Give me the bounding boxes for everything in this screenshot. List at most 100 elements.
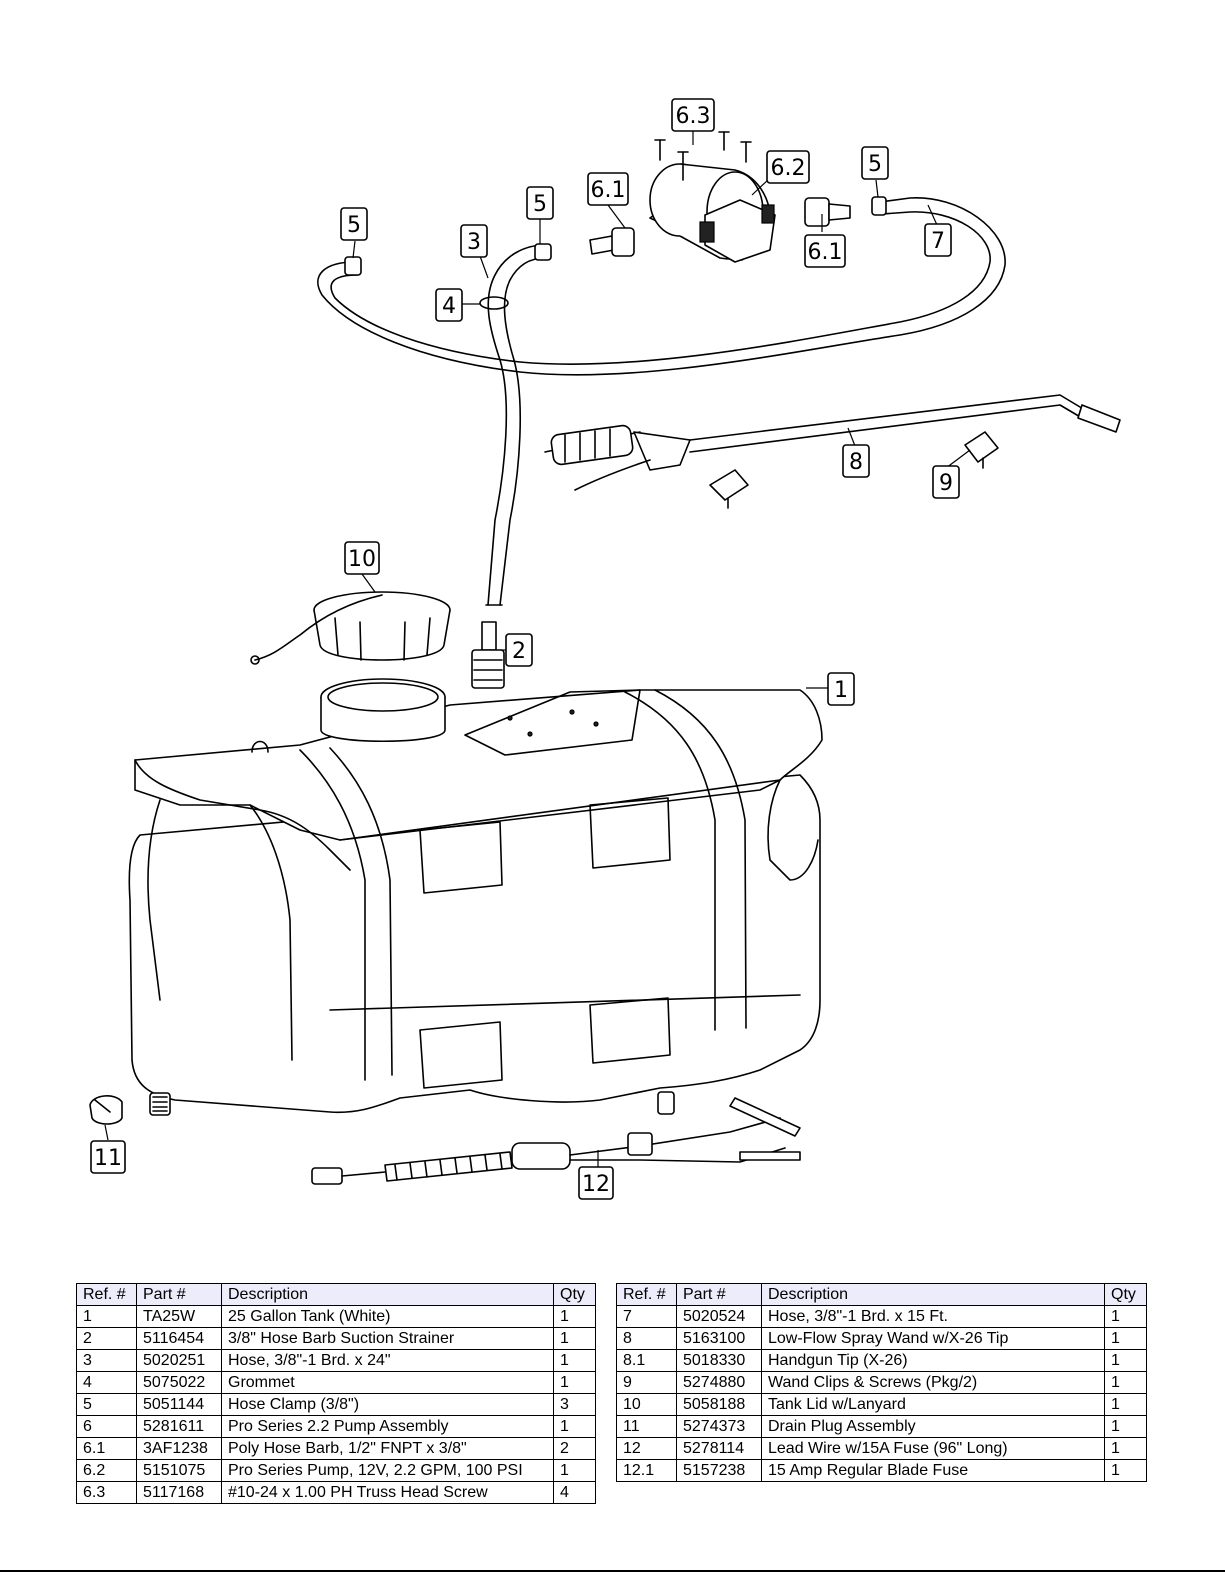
column-header-qty: Qty: [1104, 1283, 1147, 1306]
qty-cell: 1: [1104, 1393, 1147, 1416]
callout-6-1-left: 6.1: [587, 172, 629, 206]
part-cell: 5281611: [136, 1415, 222, 1438]
description-cell: Hose, 3/8"-1 Brd. x 15 Ft.: [761, 1305, 1105, 1328]
part-cell: 5274880: [676, 1371, 762, 1394]
description-cell: #10-24 x 1.00 PH Truss Head Screw: [221, 1481, 554, 1504]
description-cell: Tank Lid w/Lanyard: [761, 1393, 1105, 1416]
callout-1: 1: [827, 672, 855, 706]
part-cell: 5163100: [676, 1327, 762, 1350]
table-header-row: Ref. # Part # Description Qty: [76, 1283, 596, 1306]
callout-4: 4: [435, 288, 463, 322]
ref-cell: 1: [76, 1305, 137, 1328]
column-header-qty: Qty: [553, 1283, 596, 1306]
column-header-description: Description: [221, 1283, 554, 1306]
svg-text:4: 4: [442, 294, 456, 319]
part-cell: 5020251: [136, 1349, 222, 1372]
description-cell: Pro Series Pump, 12V, 2.2 GPM, 100 PSI: [221, 1459, 554, 1482]
part-cell: 5020524: [676, 1305, 762, 1328]
ref-cell: 12.1: [616, 1459, 677, 1482]
column-header-description: Description: [761, 1283, 1105, 1306]
svg-text:7: 7: [931, 229, 945, 254]
callout-6-3: 6.3: [671, 98, 715, 132]
wand-clips-drawing: [709, 431, 999, 509]
qty-cell: 1: [553, 1305, 596, 1328]
svg-text:11: 11: [94, 1146, 122, 1171]
callout-10: 10: [344, 541, 380, 575]
qty-cell: 4: [553, 1481, 596, 1504]
qty-cell: 1: [553, 1371, 596, 1394]
svg-text:6.1: 6.1: [808, 240, 843, 265]
ref-cell: 4: [76, 1371, 137, 1394]
svg-text:6.1: 6.1: [591, 178, 626, 203]
qty-cell: 1: [1104, 1305, 1147, 1328]
column-header-part: Part #: [136, 1283, 222, 1306]
callout-2: 2: [505, 633, 533, 667]
description-cell: Handgun Tip (X-26): [761, 1349, 1105, 1372]
ref-cell: 6.2: [76, 1459, 137, 1482]
description-cell: 25 Gallon Tank (White): [221, 1305, 554, 1328]
suction-strainer-drawing: [471, 621, 505, 689]
page-bottom-rule: [0, 1570, 1225, 1572]
column-header-part: Part #: [676, 1283, 762, 1306]
column-header-ref: Ref. #: [76, 1283, 137, 1306]
qty-cell: 1: [1104, 1415, 1147, 1438]
part-cell: 5157238: [676, 1459, 762, 1482]
callout-8: 8: [842, 444, 870, 478]
description-cell: 15 Amp Regular Blade Fuse: [761, 1459, 1105, 1482]
description-cell: Poly Hose Barb, 1/2" FNPT x 3/8": [221, 1437, 554, 1460]
lead-wire-drawing: [311, 1091, 801, 1185]
part-cell: 5075022: [136, 1371, 222, 1394]
exploded-parts-diagram: 1 2 3 4 5 5 5 6.1 6.1 6.2 6.3 7: [89, 98, 1121, 1200]
qty-cell: 1: [553, 1415, 596, 1438]
ref-cell: 10: [616, 1393, 677, 1416]
svg-text:5: 5: [868, 152, 882, 177]
svg-text:2: 2: [512, 639, 526, 664]
qty-cell: 1: [553, 1349, 596, 1372]
ref-cell: 6.1: [76, 1437, 137, 1460]
description-cell: Lead Wire w/15A Fuse (96" Long): [761, 1437, 1105, 1460]
qty-cell: 3: [553, 1393, 596, 1416]
qty-cell: 1: [553, 1459, 596, 1482]
part-cell: 5051144: [136, 1393, 222, 1416]
callout-3: 3: [460, 224, 488, 258]
svg-text:5: 5: [533, 192, 547, 217]
callout-6-1-right: 6.1: [804, 234, 846, 268]
ref-cell: 12: [616, 1437, 677, 1460]
suction-hose-drawing: [479, 244, 546, 606]
pressure-hose-drawing: [317, 196, 1006, 376]
description-cell: Low-Flow Spray Wand w/X-26 Tip: [761, 1327, 1105, 1350]
description-cell: Wand Clips & Screws (Pkg/2): [761, 1371, 1105, 1394]
tank-drawing: [128, 678, 823, 1116]
description-cell: Pro Series 2.2 Pump Assembly: [221, 1415, 554, 1438]
ref-cell: 11: [616, 1415, 677, 1438]
part-cell: 5274373: [676, 1415, 762, 1438]
qty-cell: 1: [1104, 1327, 1147, 1350]
qty-cell: 1: [1104, 1437, 1147, 1460]
ref-cell: 6: [76, 1415, 137, 1438]
svg-text:6.2: 6.2: [771, 156, 806, 181]
svg-text:3: 3: [467, 230, 481, 255]
svg-text:12: 12: [582, 1172, 610, 1197]
description-cell: 3/8" Hose Barb Suction Strainer: [221, 1327, 554, 1350]
qty-cell: 1: [553, 1327, 596, 1350]
svg-text:9: 9: [939, 471, 953, 496]
callout-5-left: 5: [340, 207, 368, 241]
part-cell: 5058188: [676, 1393, 762, 1416]
column-header-ref: Ref. #: [616, 1283, 677, 1306]
part-cell: 5116454: [136, 1327, 222, 1350]
callout-5-right: 5: [861, 146, 889, 180]
ref-cell: 2: [76, 1327, 137, 1350]
qty-cell: 1: [1104, 1459, 1147, 1482]
part-cell: 5018330: [676, 1349, 762, 1372]
callout-7: 7: [924, 223, 952, 257]
part-cell: 5117168: [136, 1481, 222, 1504]
drain-plug-drawing: [89, 1095, 123, 1125]
